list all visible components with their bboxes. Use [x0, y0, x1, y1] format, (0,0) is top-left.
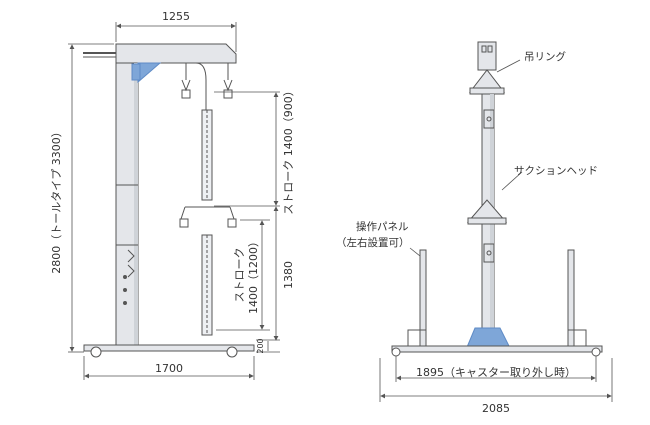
label-lifting-ring: 吊リング — [524, 50, 566, 63]
caster-icon — [226, 346, 238, 358]
label-control-panel-1: 操作パネル — [356, 220, 409, 233]
caster-icon — [591, 347, 601, 357]
dim-caster-removed-width: 1895（キャスター取り外し時） — [416, 366, 576, 379]
dim-height-1380: 1380 — [282, 261, 295, 289]
dim-base-width: 1700 — [155, 362, 183, 375]
caster-icon — [90, 346, 102, 358]
dim-height-200: 200 — [256, 338, 265, 353]
dim-stroke-lower-line2: 1400（1200） — [247, 236, 260, 314]
caster-icon — [391, 347, 401, 357]
front-view — [391, 41, 603, 357]
side-dimensions — [68, 22, 280, 380]
dim-stroke-upper: ストローク 1400（900） — [282, 85, 295, 215]
side-view — [83, 43, 255, 358]
front-dimensions — [379, 59, 613, 402]
dim-total-height: 2800（トールタイプ 3300） — [50, 126, 63, 273]
label-control-panel-2: （左右設置可） — [336, 236, 410, 249]
side-base — [83, 344, 255, 352]
dim-top-width: 1255 — [162, 10, 190, 23]
side-hook-icon — [127, 249, 135, 278]
top-beam — [115, 43, 237, 64]
dim-total-width: 2085 — [482, 402, 510, 415]
front-base — [391, 345, 603, 353]
blue-gusset — [137, 62, 162, 84]
dim-stroke-lower-line1: ストローク — [233, 248, 246, 303]
label-suction-head: サクションヘッド — [514, 165, 598, 177]
